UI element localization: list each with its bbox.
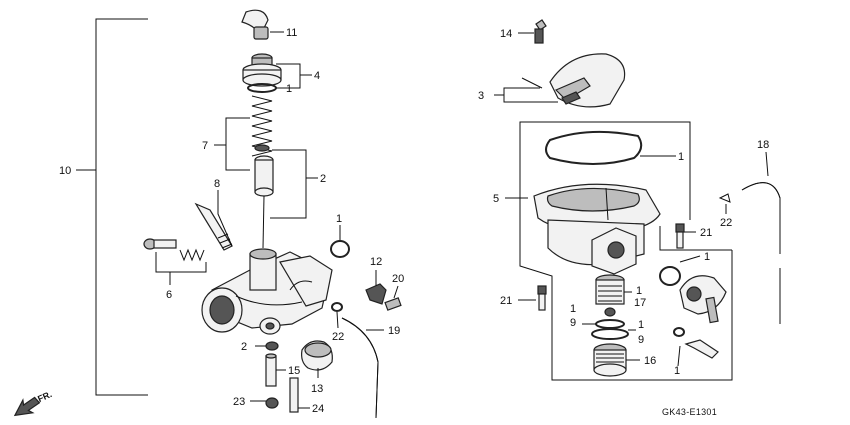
fuel-valve [679, 275, 727, 324]
label-7: 7 [202, 140, 208, 152]
label-3: 3 [478, 90, 484, 102]
callout-labels: 11 4 1 7 2 10 8 1 6 12 20 22 19 2 15 13 … [59, 27, 769, 415]
hose-11 [241, 9, 284, 40]
throttle-valve-2 [254, 144, 318, 249]
jet-15 [265, 353, 286, 387]
label-1: 1 [570, 303, 576, 315]
assembly-bracket-10 [76, 18, 148, 396]
diagram-code: GK43-E1301 [662, 407, 717, 417]
label-1: 1 [286, 83, 292, 95]
float-bowl-enclosure [519, 121, 733, 381]
label-5: 5 [493, 193, 499, 205]
nut-23 [250, 397, 279, 409]
label-23: 23 [233, 396, 245, 408]
label-4: 4 [314, 70, 320, 82]
front-direction-arrow [13, 396, 41, 417]
label-2: 2 [320, 173, 326, 185]
carburetor-body [201, 248, 333, 335]
label-2: 2 [241, 341, 247, 353]
oring-9 [582, 319, 636, 340]
label-1: 1 [336, 213, 342, 225]
label-1: 1 [638, 319, 644, 331]
label-1: 1 [704, 251, 710, 263]
filter-17 [595, 274, 632, 317]
label-9: 9 [638, 334, 644, 346]
label-1: 1 [674, 365, 680, 377]
clip-22 [331, 302, 343, 329]
label-24: 24 [312, 403, 324, 415]
cap-13 [301, 340, 333, 378]
label-21: 21 [700, 227, 712, 239]
clip-22-right [718, 193, 731, 214]
washer-2 [255, 341, 279, 351]
label-1: 1 [678, 151, 684, 163]
top-cap-4 [242, 53, 312, 93]
float-bowl-5 [505, 183, 661, 275]
washer-1-bottom [673, 327, 719, 367]
label-6: 6 [166, 289, 172, 301]
label-19: 19 [388, 325, 400, 337]
screw-24 [289, 377, 310, 413]
label-15: 15 [288, 365, 300, 377]
label-10: 10 [59, 165, 71, 177]
screw-21-lower [518, 285, 547, 311]
label-13: 13 [311, 383, 323, 395]
hose-18 [741, 151, 781, 324]
bracket-12 [365, 270, 387, 305]
label-22: 22 [720, 217, 732, 229]
label-18: 18 [757, 139, 769, 151]
gasket-1 [545, 130, 676, 165]
screw-14 [518, 19, 547, 44]
spring-7 [214, 95, 273, 171]
label-22: 22 [332, 331, 344, 343]
label-12: 12 [370, 256, 382, 268]
label-14: 14 [500, 28, 512, 40]
direction-label: FR. [36, 389, 53, 404]
screw-8 [194, 190, 233, 251]
label-17: 17 [634, 297, 646, 309]
label-20: 20 [392, 273, 404, 285]
screw-21-upper [675, 223, 696, 249]
oring-1 [330, 225, 350, 258]
oring-1-right [659, 255, 701, 286]
label-11: 11 [286, 27, 297, 39]
cup-16 [593, 343, 640, 377]
top-cover-3 [494, 53, 626, 108]
bolt-20 [384, 285, 402, 311]
label-8: 8 [214, 178, 220, 190]
label-9: 9 [570, 317, 576, 329]
label-1: 1 [636, 285, 642, 297]
label-21: 21 [500, 295, 512, 307]
tube-19 [341, 317, 384, 419]
label-16: 16 [644, 355, 656, 367]
screw-6 [143, 238, 207, 285]
